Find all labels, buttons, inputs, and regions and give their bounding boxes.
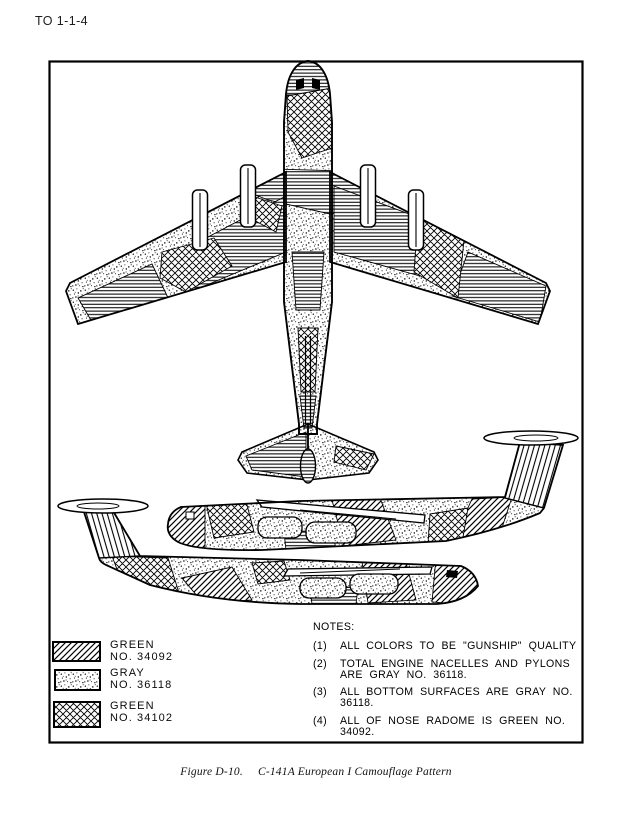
- profile1-engine-nacelle: [257, 516, 303, 539]
- right-wing: [329, 170, 551, 326]
- profile1-wing: [255, 499, 426, 524]
- note-number: (3): [313, 686, 327, 698]
- figure-caption-title: C-141A European I Camouflage Pattern: [257, 766, 452, 778]
- engine-nacelles: [191, 164, 425, 251]
- legend-swatches: [52, 641, 101, 728]
- tail-bullet-fairing: [299, 448, 317, 484]
- note-number: (1): [313, 640, 327, 652]
- page-header: TO 1-1-4: [35, 14, 88, 28]
- figure-caption-number: Figure D-10.: [180, 766, 243, 778]
- legend-swatch-green-34092: [52, 641, 101, 662]
- note-number: (2): [313, 657, 327, 670]
- legend-swatch-green-34102: [53, 701, 101, 728]
- profile1-cockpit-window: [185, 511, 195, 520]
- profile2-engine-nacelle: [349, 573, 399, 595]
- note-number: (4): [313, 714, 327, 727]
- profile2-fuselage-outline: [81, 508, 479, 605]
- legend-label-gray-36118: GRAY NO. 36118: [110, 667, 173, 691]
- note-item-3: (3) ALL BOTTOM SURFACES ARE GRAY NO.3611…: [313, 687, 589, 709]
- legend-label-green-34102: GREEN NO. 34102: [110, 700, 174, 724]
- profile1-engine-nacelle: [305, 521, 357, 544]
- fuselage: [283, 60, 333, 435]
- note-text: ALL COLORS TO BE "GUNSHIP" QUALITY: [340, 640, 577, 652]
- figure-caption: Figure D-10. C-141A European I Camouflage…: [49, 766, 583, 778]
- vertical-fin-edge: [304, 336, 312, 424]
- profile2-cockpit-window: [446, 570, 458, 578]
- legend-label-green-34092: GREEN NO. 34092: [110, 639, 174, 663]
- profile2-engine-nacelle: [299, 577, 347, 599]
- cockpit-windows: [296, 78, 304, 90]
- note-item-4: (4) ALL OF NOSE RADOME IS GREEN NO.34092…: [313, 714, 589, 738]
- legend-swatch-gray-36118: [54, 669, 101, 691]
- notes-block: NOTES: (1) ALL COLORS TO BE "GUNSHIP" QU…: [313, 622, 589, 744]
- profile1-fuselage-outline: [166, 441, 565, 551]
- note-text: ALL BOTTOM SURFACES ARE GRAY NO.36118.: [340, 686, 573, 709]
- nose-crosshatch-patch: [286, 87, 333, 159]
- notes-heading: NOTES:: [313, 621, 355, 633]
- left-wing: [65, 170, 287, 326]
- note-item-1: (1) ALL COLORS TO BE "GUNSHIP" QUALITY: [313, 641, 589, 652]
- note-text: ALL OF NOSE RADOME IS GREEN NO.34092.: [340, 714, 566, 738]
